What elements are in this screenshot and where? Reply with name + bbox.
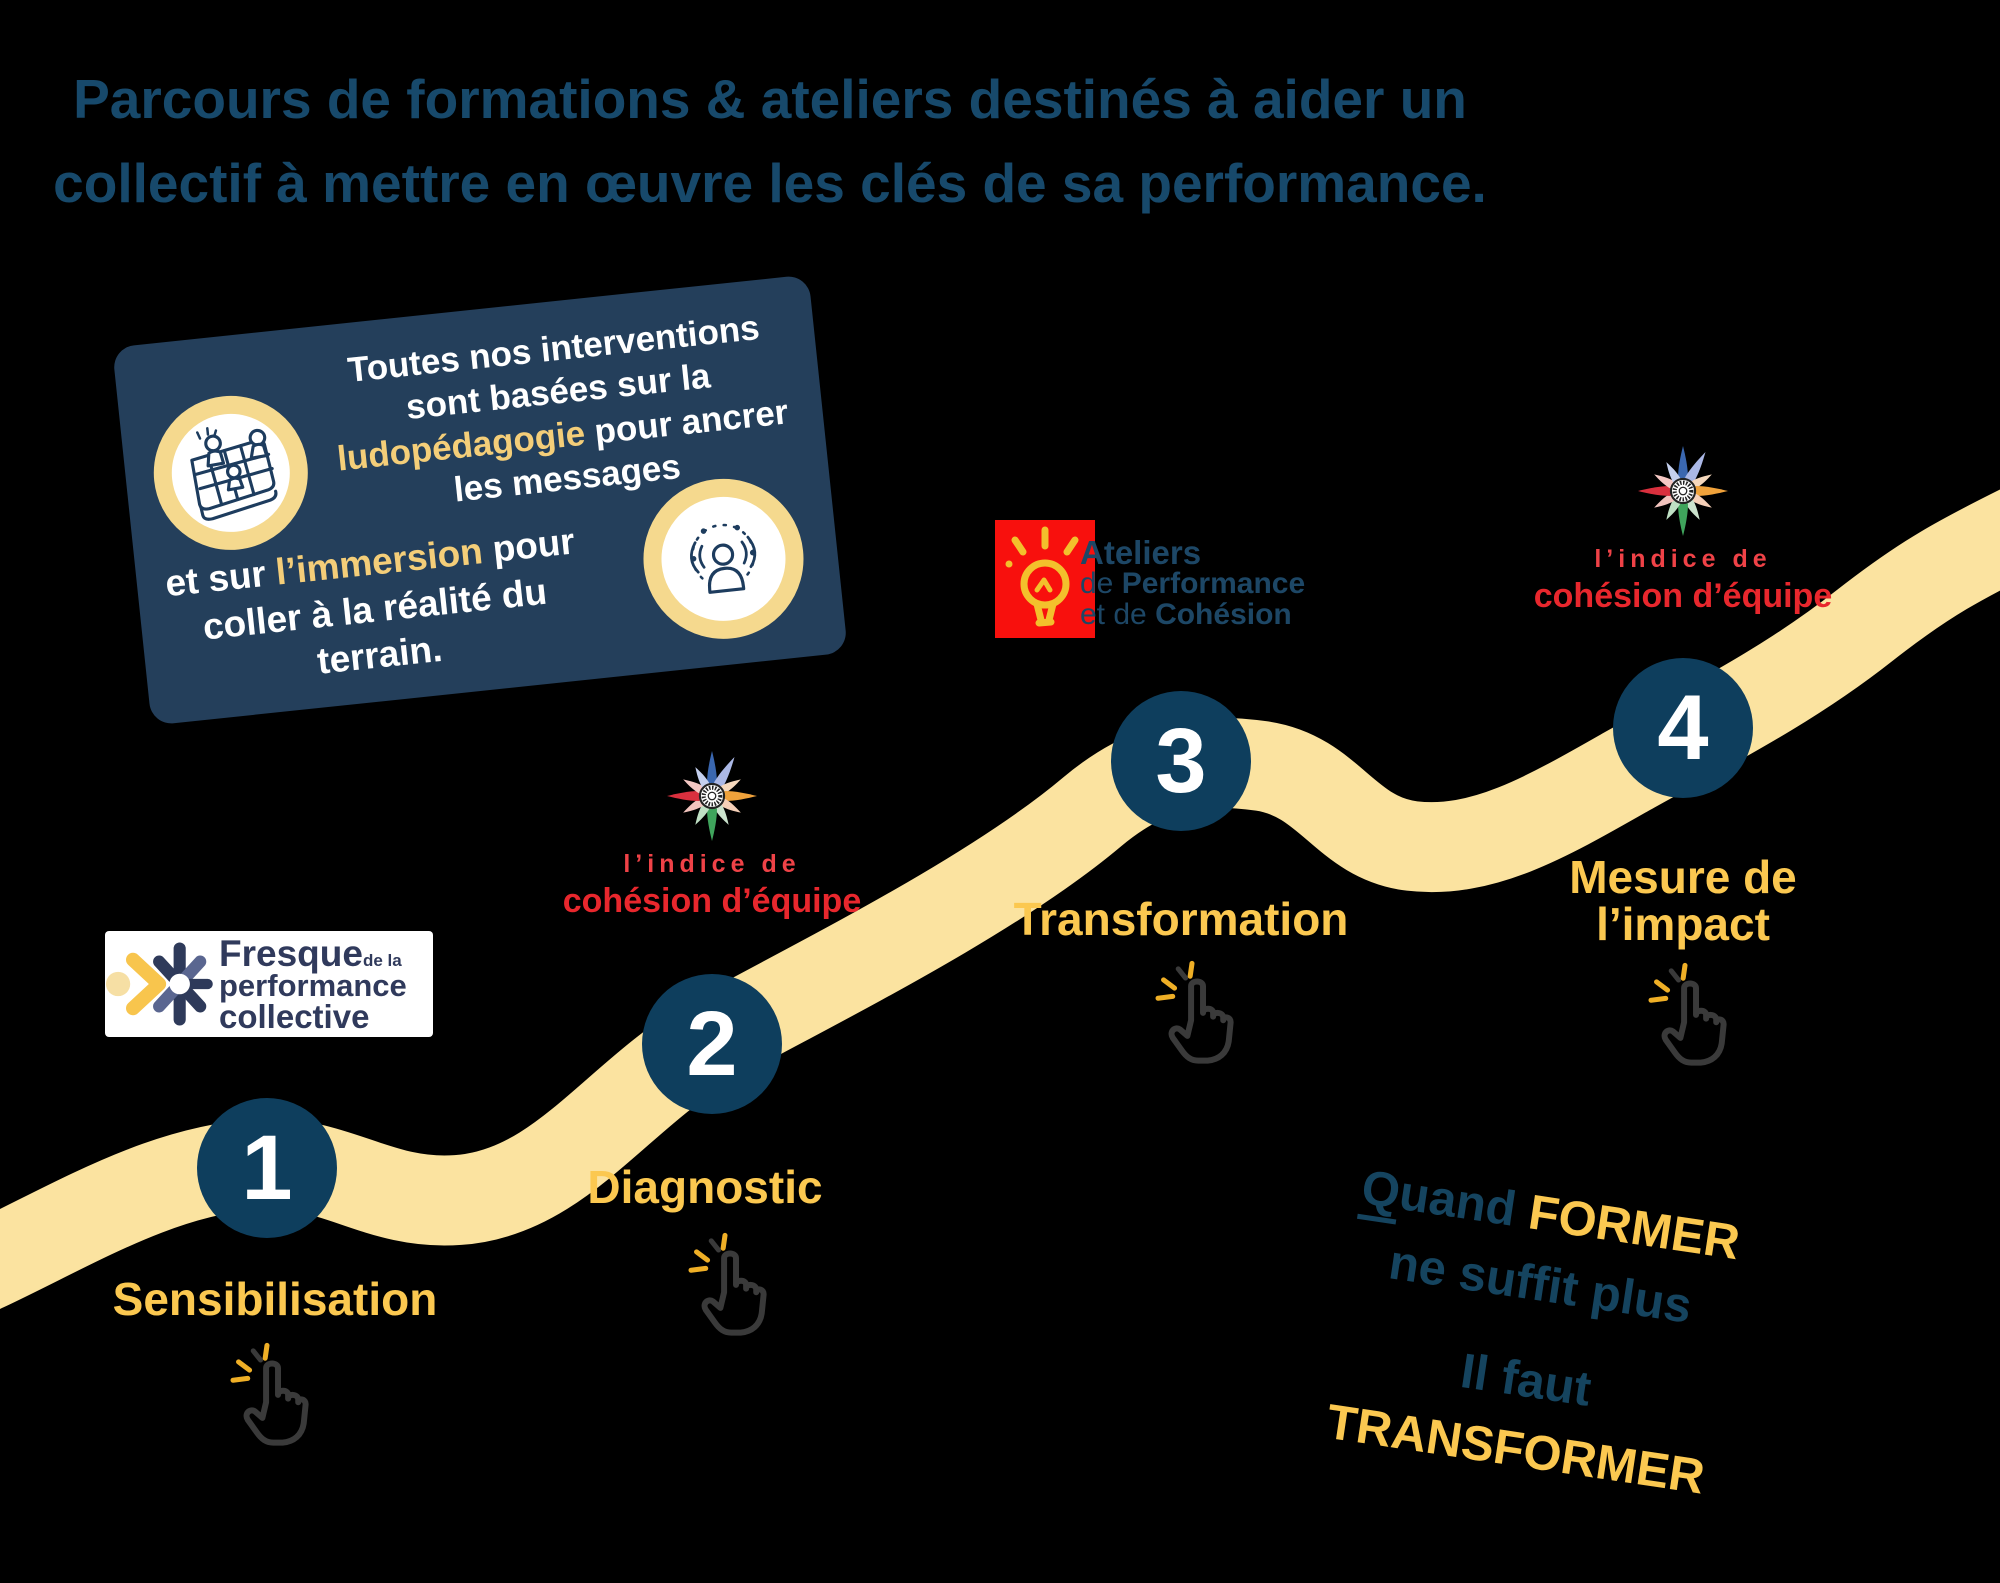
board-game-icon-badge [146, 388, 316, 558]
logo-fresque-performance-collective: Fresquede la performance collective [105, 931, 433, 1037]
click-cursor-icon[interactable] [683, 1228, 767, 1340]
step-circle-1[interactable]: 1 [197, 1098, 337, 1238]
ateliers-line2-reg: de [1080, 567, 1122, 600]
ateliers-line3-bold: Cohésion [1155, 598, 1292, 631]
ateliers-line2-bold: Performance [1121, 567, 1306, 600]
page-title-line2: collectif à mettre en œuvre les clés de … [53, 151, 1487, 214]
step-label-sensibilisation[interactable]: Sensibilisation [112, 1273, 438, 1325]
page-title-line1: Parcours de formations & ateliers destin… [73, 68, 1467, 130]
step-number-2: 2 [686, 992, 738, 1095]
step-circle-4[interactable]: 4 [1613, 658, 1753, 798]
fresque-performance: performance [219, 968, 407, 1004]
board-game-icon [190, 427, 278, 521]
step-circle-2[interactable]: 2 [642, 974, 782, 1114]
ateliers-line3-reg: et de [1080, 598, 1156, 631]
step-number-4: 4 [1657, 676, 1709, 779]
click-cursor-icon[interactable] [1150, 956, 1234, 1068]
ateliers-line1: Ateliers [1080, 534, 1202, 571]
callout-uand: uand [1395, 1166, 1534, 1239]
asterisk-icon [105, 942, 213, 1026]
step-number-1: 1 [241, 1116, 293, 1219]
indice-line1: l’indice de [1594, 545, 1772, 573]
ateliers-logo-text: Ateliers de Performance et de Cohésion [1080, 534, 1306, 631]
star-icon [1638, 446, 1728, 536]
immersion-icon-badge [635, 470, 812, 647]
fresque-collective: collective [219, 997, 370, 1035]
immersion-icon [690, 523, 757, 594]
ateliers-logo-badge [995, 520, 1095, 638]
star-icon [667, 751, 757, 841]
page-title: Parcours de formations & ateliers destin… [40, 58, 1500, 225]
logo-indice-cohesion-1: l’indice de cohésion d’équipe [532, 746, 892, 921]
fresque-word: Fresque [219, 933, 363, 975]
click-cursor-icon[interactable] [1643, 958, 1727, 1070]
step-label-mesure-impact[interactable]: Mesure de l’impact [1569, 851, 1797, 950]
card-text2-pre: et sur [163, 551, 279, 605]
indice-line1: l’indice de [623, 850, 801, 878]
logo-indice-cohesion-2: l’indice de cohésion d’équipe [1503, 441, 1863, 616]
step-label-diagnostic[interactable]: Diagnostic [587, 1161, 823, 1213]
step-number-3: 3 [1155, 709, 1207, 812]
intro-card: Toutes nos interventions sont basées sur… [112, 274, 848, 726]
fresque-dela: de la [362, 951, 402, 971]
indice-line2: cohésion d’équipe [562, 882, 862, 920]
lightbulb-icon [1005, 526, 1079, 627]
indice-line2: cohésion d’équipe [1533, 577, 1833, 615]
click-cursor-icon[interactable] [225, 1338, 309, 1450]
step-label-transformation[interactable]: Transformation [1013, 893, 1349, 945]
step-circle-3[interactable]: 3 [1111, 691, 1251, 831]
fresque-logo-text: Fresquede la performance collective [219, 933, 407, 1035]
